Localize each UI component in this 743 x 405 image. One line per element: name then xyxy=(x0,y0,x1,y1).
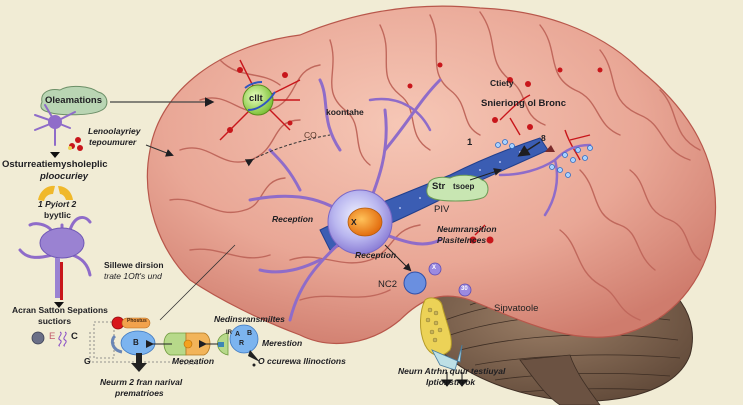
arrow-8 xyxy=(517,141,541,157)
label-lenoolayriey-1: Lenoolayriey xyxy=(88,126,141,136)
legend-symbol-e: E xyxy=(49,331,56,342)
central-neuron xyxy=(248,78,442,322)
signaling-pathway xyxy=(89,316,260,372)
label-sillewe-2: trate 1Oft's und xyxy=(104,271,162,281)
nc2-vesicle xyxy=(403,271,427,295)
receptor-letter-r: R xyxy=(239,340,245,347)
cerebrum xyxy=(146,5,717,345)
label-co: CO xyxy=(304,130,317,140)
grey-sphere-icon xyxy=(31,331,45,345)
label-nc2: NC2 xyxy=(378,279,398,290)
label-acran-2: suctiors xyxy=(38,316,72,326)
activation-sphere xyxy=(242,84,274,116)
receptor-letter-a: A xyxy=(235,331,241,338)
arrow-sillewe xyxy=(159,244,236,321)
receptor-letter-b-left: B xyxy=(133,338,139,347)
label-nerm-2: prematrioes xyxy=(115,388,164,398)
label-nedinsransmiltes: Nedinsransmiltes xyxy=(214,314,285,324)
label-meoeation: Meoeation xyxy=(172,356,215,366)
str-tsoep-node xyxy=(426,174,489,202)
small-vesicle-x xyxy=(428,262,442,276)
label-sillewe-1: Sillewe dirsion xyxy=(104,260,164,270)
receptor-funnel xyxy=(431,344,463,371)
label-ocurrewa: O ccurewa llinoctions xyxy=(258,356,346,366)
label-number-8: 8 xyxy=(541,133,546,143)
label-pyiort-2: byytlic xyxy=(44,210,71,220)
label-neumransition-2: Plasitelnces xyxy=(437,235,487,245)
label-cllt: cllt xyxy=(249,93,263,104)
label-phosphus: Phostus xyxy=(127,318,147,324)
label-pyiort-1: 1 Pyiort 2 xyxy=(38,199,77,209)
label-x-marker: X xyxy=(351,217,357,227)
label-koontahe: koontahe xyxy=(326,107,364,117)
label-merestion: Merestion xyxy=(262,338,303,348)
label-number-1: 1 xyxy=(467,137,473,148)
squiggle-icon xyxy=(58,331,67,347)
label-osturreatiemys-2: ploocuriey xyxy=(40,171,89,182)
brainstem xyxy=(519,354,601,405)
label-lenoolayriey-2: tepoumurer xyxy=(89,137,137,147)
label-neurn-atrhn-2: Iptionstrook xyxy=(426,377,476,387)
receptor-letter-ir: IR xyxy=(226,330,232,336)
label-oleamations: Oleamations xyxy=(45,95,103,106)
label-snieriong: Snieriong ol Bronc xyxy=(481,98,566,109)
label-g-marker: G xyxy=(84,356,91,366)
purple-dendrites xyxy=(368,97,592,217)
oleamations-cloud xyxy=(40,85,108,116)
arrow-tract xyxy=(469,168,502,181)
label-piv: PIV xyxy=(434,204,450,215)
label-ctiety: Ctiety xyxy=(490,78,514,88)
label-small-vesicle-x: X xyxy=(432,265,437,271)
label-neurn-atrhn-1: Neurn Atrhn quur testiuyal xyxy=(398,366,506,376)
label-reception-center: Reception xyxy=(355,250,397,260)
arrow-lenoolayriey xyxy=(145,144,174,157)
label-tsoep: tsoep xyxy=(453,182,475,191)
label-neumransition-1: Neumransition xyxy=(437,224,497,234)
left-neuron-large xyxy=(18,216,92,308)
label-nerm-1: Neurm 2 fran narival xyxy=(100,377,183,387)
label-sipvatoole: Sipvatoole xyxy=(494,303,539,314)
label-acran-1: Acran Satton Sepations xyxy=(12,305,108,315)
label-reception-left: Reception xyxy=(272,214,314,224)
small-vesicle-30 xyxy=(458,283,472,297)
label-small-vesicle-30: 30 xyxy=(461,286,468,292)
label-str: Str xyxy=(432,181,446,192)
legend-symbol-c: C xyxy=(71,331,78,342)
receptor-letter-b-right: B xyxy=(247,330,253,337)
arrow-to-nc2 xyxy=(384,244,412,272)
label-osturreatiemys-1: Osturreatiemysholeplic xyxy=(2,159,108,170)
synaptic-terminal xyxy=(420,297,452,356)
neuron-nucleus xyxy=(347,207,383,237)
pyiort-arc xyxy=(38,185,55,201)
